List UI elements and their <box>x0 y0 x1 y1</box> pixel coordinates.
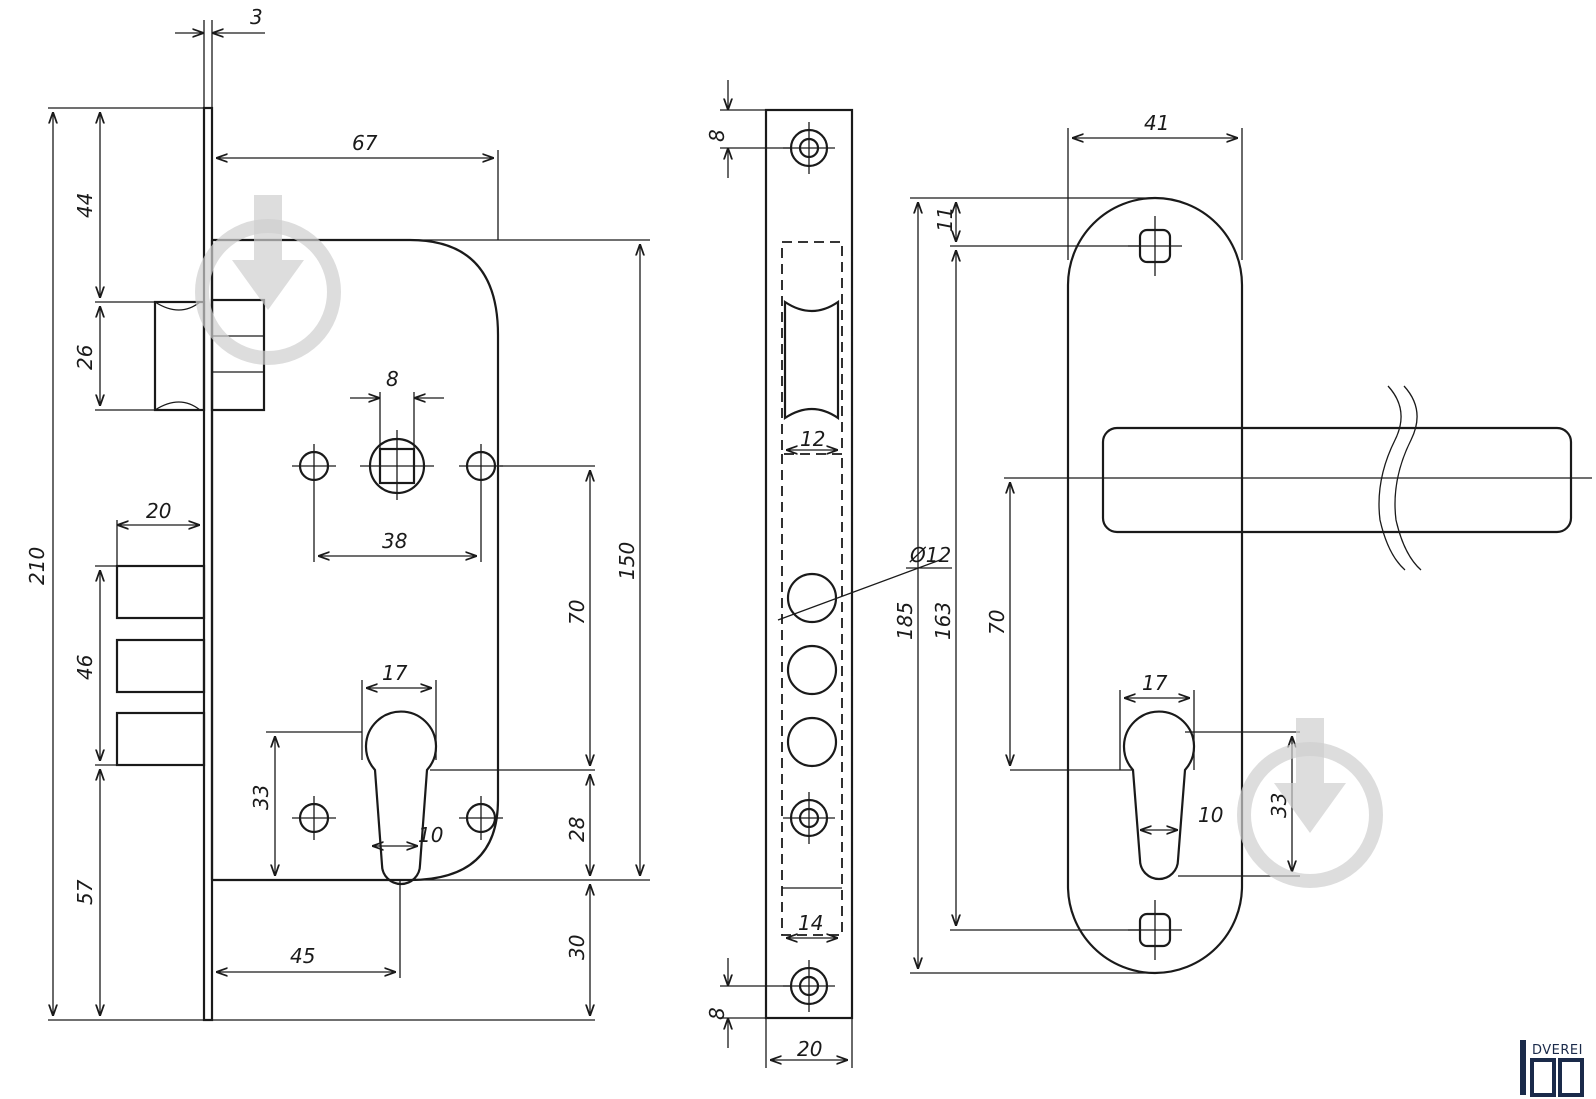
faceplate-outline <box>764 108 854 1020</box>
dim-cylinder-slot: 10 <box>418 823 443 847</box>
dim-bolt-window: 14 <box>798 911 823 935</box>
dim-centre-distance: 70 <box>565 600 589 625</box>
faceplate-hole-1 <box>786 572 838 624</box>
dim-bottom-offset: 57 <box>73 879 97 905</box>
dim-screw-top: 8 <box>705 129 729 142</box>
dim-faceplate-thickness: 3 <box>250 5 263 29</box>
dim-body-height: 150 <box>615 542 639 580</box>
watermark-top-left <box>195 195 341 365</box>
body-screw-holes <box>292 444 503 840</box>
dim-latch-height: 26 <box>73 345 97 370</box>
dim-bolt-height: 46 <box>73 655 97 680</box>
handle-plate-view: 41 11 185 163 70 17 10 33 <box>893 111 1592 975</box>
dim-spindle-square: 8 <box>386 367 399 391</box>
dim-screw-bottom: 8 <box>705 1007 729 1020</box>
lock-body-view: 3 67 210 44 26 46 57 20 8 38 150 70 17 3… <box>25 5 650 1022</box>
brand-logo-text: DVEREI <box>1532 1043 1583 1058</box>
faceplate-hole-3 <box>786 716 838 768</box>
dim-backset: 45 <box>290 944 315 968</box>
bolt-window <box>781 454 843 936</box>
faceplate-screw-bottom <box>783 960 835 1012</box>
dim-handle-centre-distance: 70 <box>985 610 1009 635</box>
dim-cylinder-height: 33 <box>249 785 273 810</box>
dim-hole-diameter: Ø12 <box>909 543 951 567</box>
dim-latch-window: 12 <box>800 427 825 451</box>
handle-plate-outline <box>1066 196 1244 975</box>
dim-bolt-width: 20 <box>146 499 171 523</box>
dim-cylinder-to-bottom: 28 <box>565 817 589 842</box>
dim-cylinder-width: 17 <box>382 661 408 685</box>
brand-logo: DVEREI <box>1520 1040 1584 1097</box>
dim-body-depth: 67 <box>352 131 378 155</box>
lever <box>1004 385 1592 571</box>
faceplate-screw-top <box>783 122 835 174</box>
dim-handle-cylinder-slot: 10 <box>1198 803 1223 827</box>
dim-handle-plate-width: 41 <box>1144 111 1169 135</box>
dead-bolts <box>115 564 206 767</box>
dim-plate-width: 20 <box>797 1037 822 1061</box>
dim-latch-top: 44 <box>73 193 97 218</box>
spindle-hub <box>360 430 434 500</box>
body-dimensions <box>48 20 650 1021</box>
latch-window <box>781 241 843 455</box>
dim-handle-cylinder-width: 17 <box>1142 671 1168 695</box>
faceplate-view: 8 12 Ø12 14 8 20 <box>705 80 952 1068</box>
dim-total-height: 210 <box>25 547 49 585</box>
handle-cylinder-cutout <box>1122 710 1196 881</box>
dim-handle-plate-height: 185 <box>893 602 917 640</box>
dim-handle-screw-top-offset: 11 <box>933 207 957 232</box>
faceplate-screw-middle <box>783 792 835 844</box>
dim-bottom-to-end: 30 <box>565 935 589 960</box>
dim-hole-spacing: 38 <box>382 529 407 553</box>
body-cylinder-cutout <box>364 710 438 886</box>
lock-body-outline <box>212 238 500 882</box>
faceplate-hole-2 <box>786 644 838 696</box>
lock-faceplate <box>202 106 214 1022</box>
dim-handle-screw-distance: 163 <box>931 602 955 640</box>
watermark-bottom-right <box>1237 718 1383 888</box>
